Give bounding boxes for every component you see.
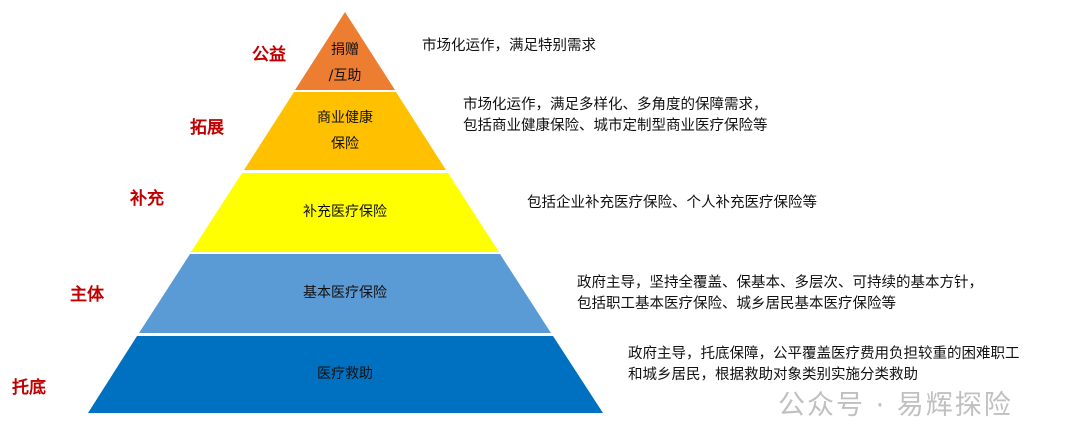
level-desc-3: 政府主导，坚持全覆盖、保基本、多层次、可持续的基本方针， 包括职工基本医疗保险、城… [577, 273, 983, 315]
pyramid-level-2 [191, 173, 499, 252]
level-desc-0: 市场化运作，满足特别需求 [422, 36, 596, 57]
level-desc-4: 政府主导，托底保障，公平覆盖医疗费用负担较重的困难职工和城乡居民，根据救助对象类… [628, 344, 1020, 386]
level-name-line: /互助 [328, 68, 362, 84]
level-name-3: 基本医疗保险 [303, 285, 387, 301]
pyramid-level-0 [295, 12, 395, 90]
desc-line: 包括企业补充医疗保险、个人补充医疗保险等 [527, 195, 817, 211]
level-name-line: 保险 [331, 136, 359, 152]
level-desc-2: 包括企业补充医疗保险、个人补充医疗保险等 [527, 193, 817, 214]
desc-line: 市场化运作，满足多样化、多角度的保障需求， [463, 97, 768, 113]
desc-line: 政府主导，托底保障，公平覆盖医疗费用负担较重的困难职工 [628, 346, 1020, 362]
desc-line: 市场化运作，满足特别需求 [422, 38, 596, 54]
role-label-1: 拓展 [190, 118, 224, 138]
level-name-line: 捐赠 [331, 42, 359, 58]
role-label-2: 补充 [130, 189, 164, 209]
watermark: 公众号 · 易辉探险 [778, 390, 1013, 421]
pyramid-level-3 [139, 254, 551, 333]
level-name-line: 商业健康 [317, 110, 373, 126]
level-name-1: 商业健康保险 [317, 105, 373, 157]
level-desc-1: 市场化运作，满足多样化、多角度的保障需求， 包括商业健康保险、城市定制型商业医疗保… [463, 95, 768, 137]
role-label-4: 托底 [12, 378, 46, 398]
desc-line: 包括商业健康保险、城市定制型商业医疗保险等 [463, 118, 768, 134]
level-name-2: 补充医疗保险 [303, 204, 387, 220]
desc-line: 政府主导，坚持全覆盖、保基本、多层次、可持续的基本方针， [577, 275, 983, 291]
desc-line: 包括职工基本医疗保险、城乡居民基本医疗保险等 [577, 296, 896, 312]
role-label-3: 主体 [70, 285, 104, 305]
pyramid-level-1 [244, 92, 446, 170]
pyramid-level-4 [88, 336, 603, 413]
level-name-4: 医疗救助 [317, 366, 373, 382]
level-name-0: 捐赠/互助 [329, 37, 362, 89]
role-label-0: 公益 [252, 45, 286, 65]
desc-line: 和城乡居民，根据救助对象类别实施分类救助 [628, 367, 918, 383]
